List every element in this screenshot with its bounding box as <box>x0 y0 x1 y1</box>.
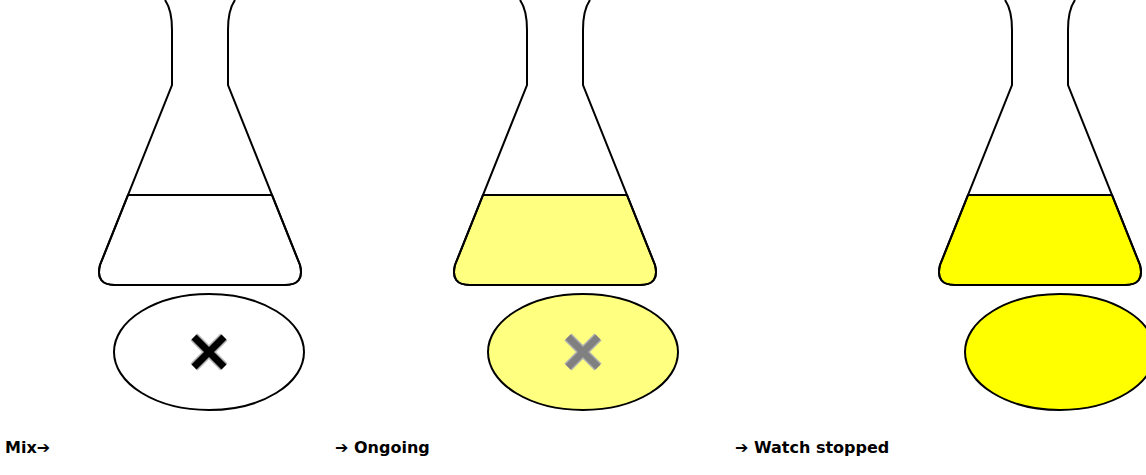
cross-card <box>488 294 678 410</box>
cross-edge <box>194 337 224 367</box>
cross-card <box>965 294 1146 410</box>
flask <box>99 0 301 285</box>
flask <box>454 0 656 285</box>
cross-mark <box>568 337 598 367</box>
step-label: Mix➔ <box>5 438 50 457</box>
cross-mark <box>194 337 224 367</box>
paper-circle <box>488 294 678 410</box>
cross-edge <box>194 337 224 367</box>
liquid <box>454 195 656 285</box>
step-label: ➔ Watch stopped <box>735 438 889 457</box>
cross-mark <box>194 337 224 367</box>
liquid <box>939 195 1141 285</box>
cross-edge <box>568 337 598 367</box>
paper-circle <box>965 294 1146 410</box>
paper-circle <box>114 294 304 410</box>
flask-outline <box>939 0 1141 285</box>
liquid <box>99 195 301 285</box>
cross-card <box>114 294 304 410</box>
cross-mark <box>568 337 598 367</box>
cross-edge <box>568 337 598 367</box>
flask <box>939 0 1141 285</box>
flask-outline <box>99 0 301 285</box>
flask-outline <box>454 0 656 285</box>
step-label: ➔ Ongoing <box>335 438 430 457</box>
